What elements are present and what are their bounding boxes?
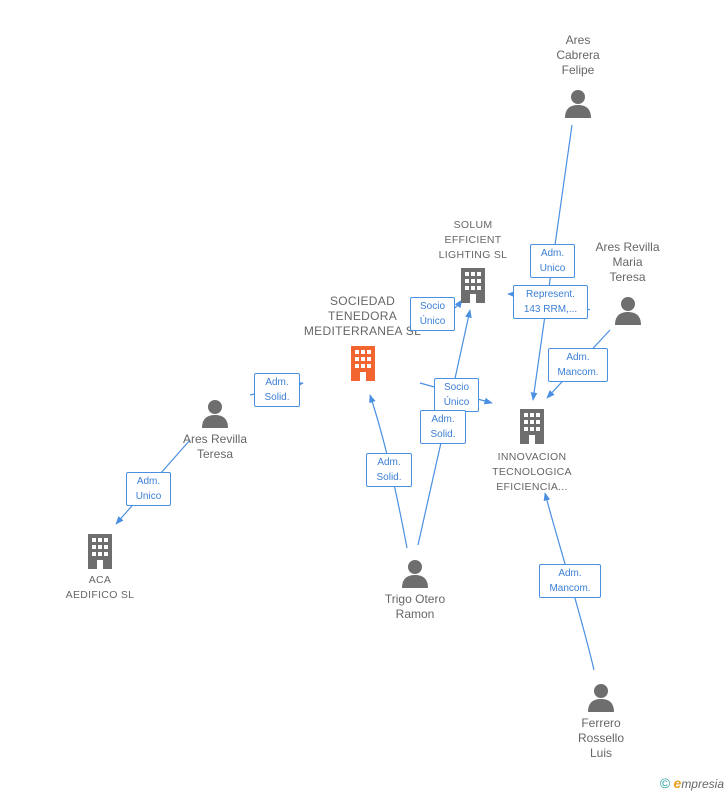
building-icon [350,346,375,381]
relation-badge-adm-mancom[interactable]: Adm. Mancom. [548,348,608,382]
node-label: Ares Revilla Maria Teresa [595,240,660,284]
node-label: Trigo Otero Ramon [384,592,446,621]
node-label: SOCIEDAD TENEDORA MEDITERRANEA SL [303,294,422,338]
node-innovacion-tecnologica[interactable]: INNOVACION TECNOLOGICA EFICIENCIA... [482,408,582,495]
node-ares-revilla-maria-teresa[interactable]: Ares Revilla Maria Teresa [585,240,670,325]
node-ferrero-rossello-luis[interactable]: Ferrero Rossello Luis [556,682,646,761]
person-icon [565,90,591,118]
node-label: Ares Cabrera Felipe [556,33,600,77]
node-sociedad-tenedora-mediterranea[interactable]: SOCIEDAD TENEDORA MEDITERRANEA SL [300,294,425,381]
relation-badge-adm-solid-2[interactable]: Adm. Solid. [254,373,300,407]
node-ares-cabrera-felipe[interactable]: Ares Cabrera Felipe [538,33,618,118]
person-icon [614,297,641,325]
building-icon [520,409,544,444]
node-label: INNOVACION TECNOLOGICA EFICIENCIA... [492,451,572,493]
node-aca-aedifico[interactable]: ACA AEDIFICO SL [55,533,145,603]
node-ares-revilla-teresa[interactable]: Ares Revilla Teresa [170,398,260,462]
node-trigo-otero-ramon[interactable]: Trigo Otero Ramon [370,558,460,622]
empresia-logo: © empresia [659,775,724,791]
node-label: ACA AEDIFICO SL [65,574,135,601]
node-label: SOLUM EFFICIENT LIGHTING SL [438,219,508,261]
relation-badge-adm-solid-3[interactable]: Adm. Solid. [366,453,412,487]
person-icon [402,560,428,588]
building-icon [88,534,112,569]
relation-badge-adm-mancom-2[interactable]: Adm. Mancom. [539,564,601,598]
relation-badge-adm-solid[interactable]: Adm. Solid. [420,410,466,444]
relation-badge-socio-unico[interactable]: Socio Único [410,297,455,331]
node-label: Ares Revilla Teresa [182,432,248,461]
relation-badge-socio-unico-2[interactable]: Socio Único [434,378,479,412]
relation-badge-adm-unico-2[interactable]: Adm. Unico [126,472,171,506]
node-label: Ferrero Rossello Luis [577,716,625,760]
node-solum-efficient-lighting[interactable]: SOLUM EFFICIENT LIGHTING SL [428,218,518,303]
person-icon [202,400,228,428]
building-icon [461,268,485,303]
person-icon [588,684,614,712]
relation-badge-adm-unico[interactable]: Adm. Unico [530,244,575,278]
relation-badge-represent[interactable]: Represent. 143 RRM,... [513,285,588,319]
